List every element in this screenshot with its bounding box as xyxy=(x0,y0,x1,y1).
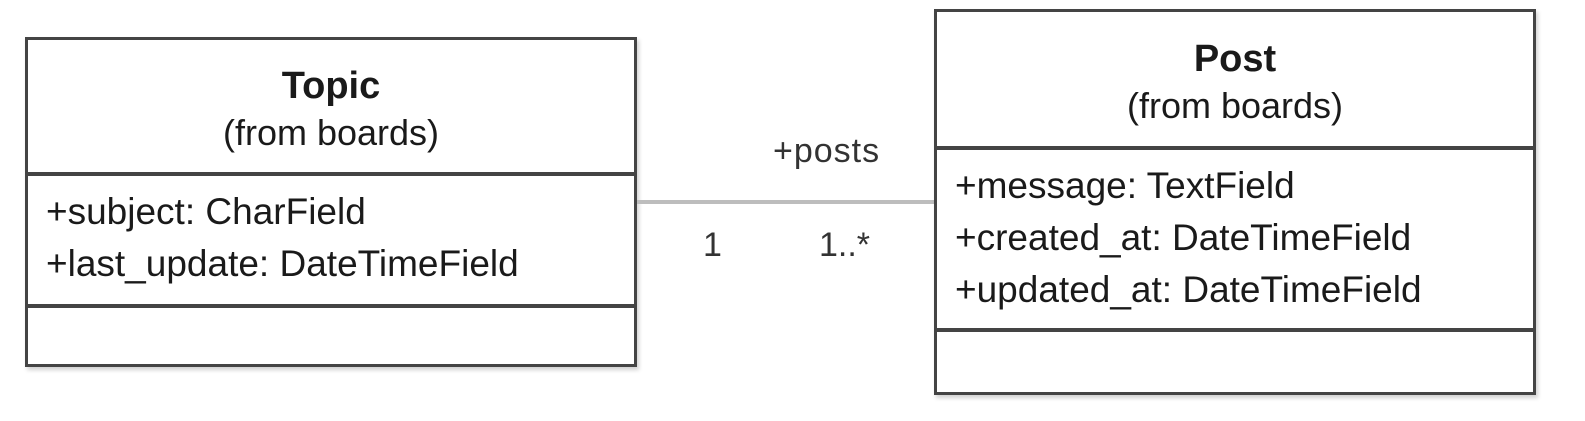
attribute: +created_at: DateTimeField xyxy=(955,217,1412,258)
operations-compartment xyxy=(937,332,1533,392)
attributes-compartment: +message: TextField +created_at: DateTim… xyxy=(937,150,1533,332)
attribute: +last_update: DateTimeField xyxy=(46,243,519,284)
association-line xyxy=(637,200,934,204)
class-name: Post xyxy=(1193,38,1277,80)
operations-compartment xyxy=(28,308,634,364)
class-header: Topic (from boards) xyxy=(28,40,634,176)
topic-class-box: Topic (from boards) +subject: CharField … xyxy=(25,37,637,367)
attributes-compartment: +subject: CharField +last_update: DateTi… xyxy=(28,176,634,308)
post-class-box: Post (from boards) +message: TextField +… xyxy=(934,9,1536,395)
association-role-label: +posts xyxy=(773,132,881,170)
topic-multiplicity: 1 xyxy=(703,226,722,264)
attribute: +message: TextField xyxy=(955,165,1295,206)
class-stereotype: (from boards) xyxy=(1126,85,1344,126)
attribute: +subject: CharField xyxy=(46,191,366,232)
class-stereotype: (from boards) xyxy=(222,112,440,153)
class-header: Post (from boards) xyxy=(937,12,1533,150)
class-name: Topic xyxy=(281,65,381,107)
post-multiplicity: 1..* xyxy=(819,226,871,264)
attribute: +updated_at: DateTimeField xyxy=(955,269,1422,310)
